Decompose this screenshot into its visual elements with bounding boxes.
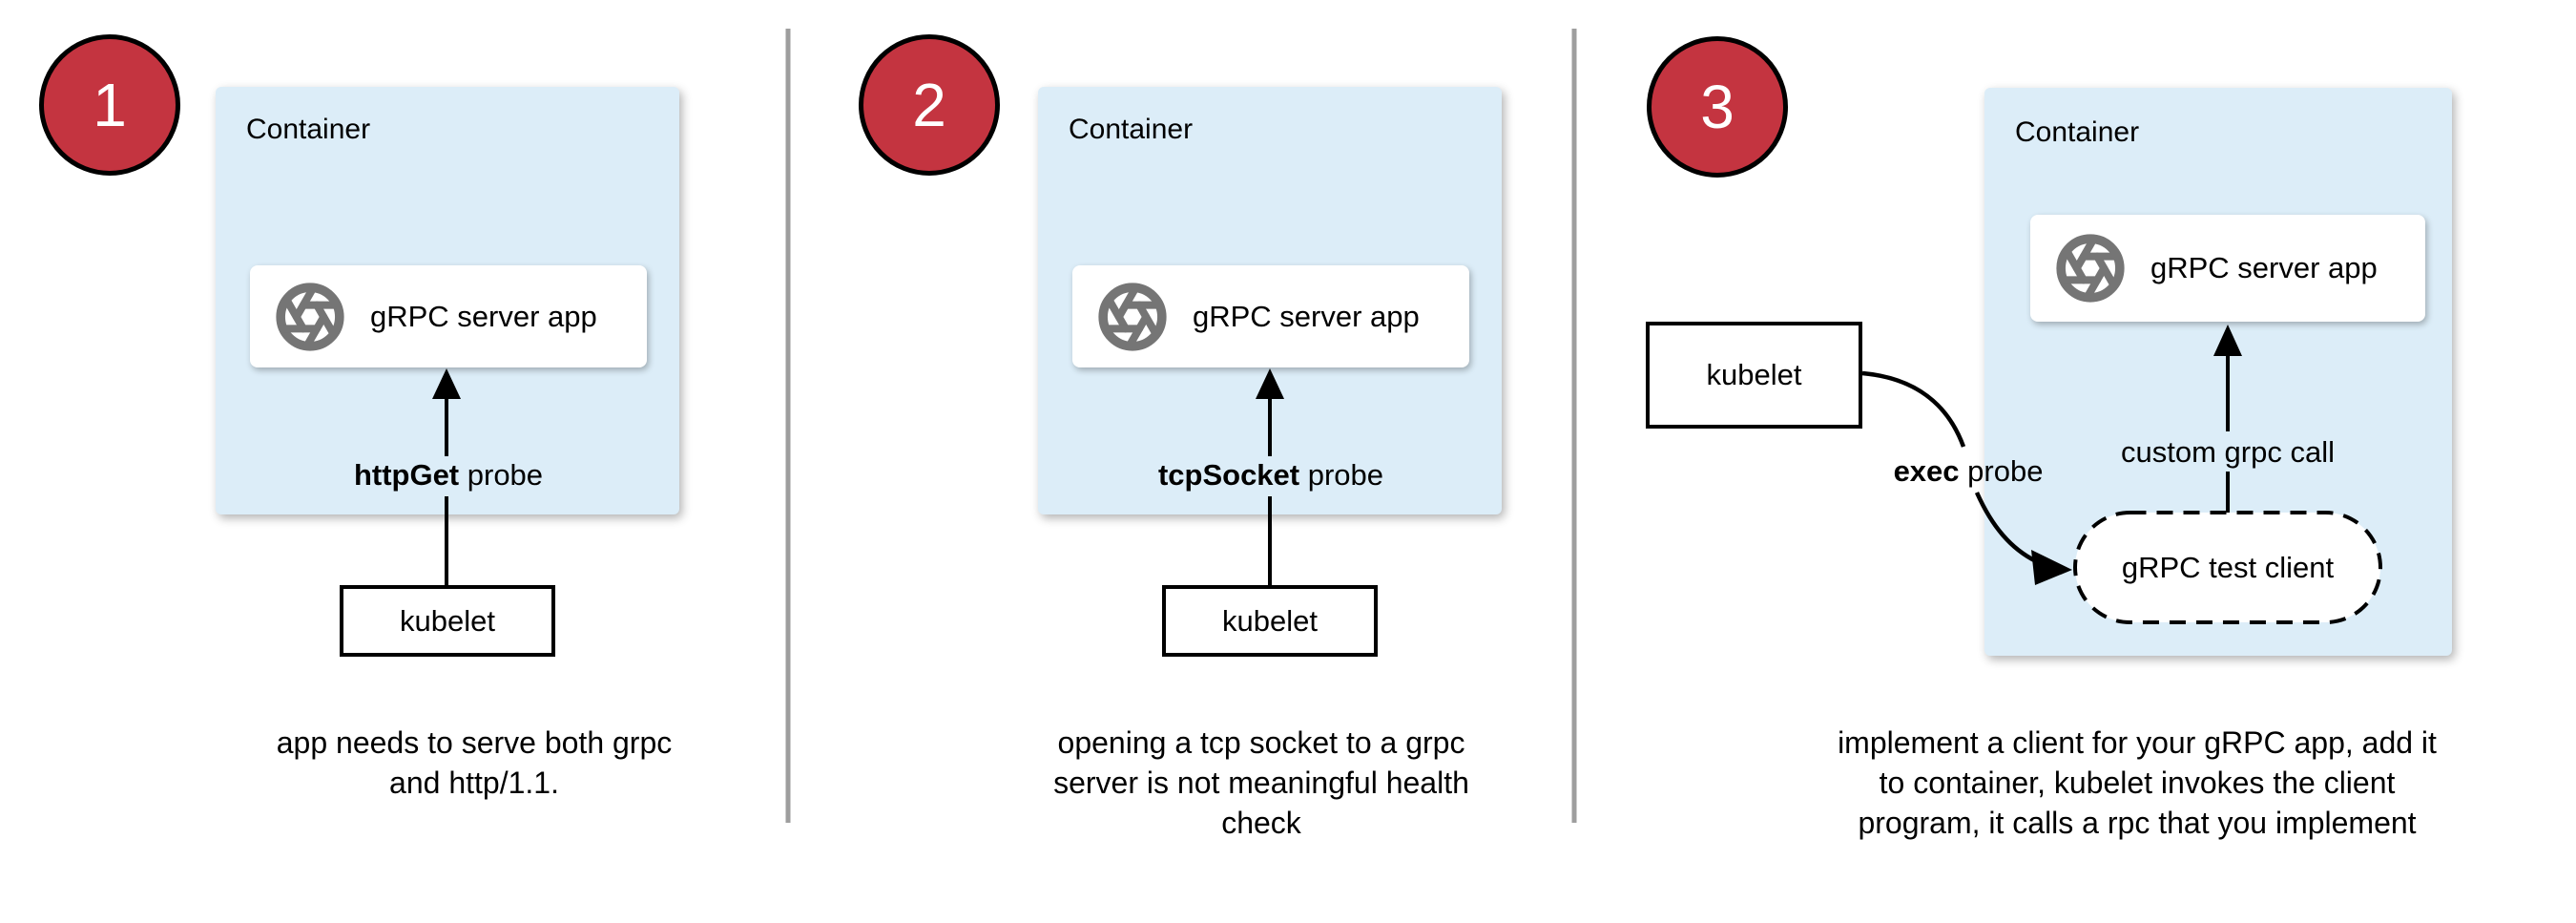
- probe-label-1: httpGet probe: [353, 458, 544, 492]
- step-2-number: 2: [912, 71, 946, 139]
- grpc-server-app-box-3: gRPC server app: [2030, 215, 2425, 322]
- grpc-server-app-box-1: gRPC server app: [250, 265, 647, 367]
- kubelet-box-3: kubelet: [1646, 322, 1862, 429]
- step-1-number: 1: [93, 71, 127, 139]
- exec-probe-curve-upper: [1861, 370, 1966, 448]
- step-1-badge: 1: [39, 34, 180, 176]
- aperture-icon: [2055, 233, 2126, 304]
- grpc-server-app-label: gRPC server app: [1193, 299, 1420, 333]
- aperture-icon: [1097, 282, 1168, 352]
- container-label-1: Container: [246, 114, 371, 145]
- step-3-number: 3: [1700, 73, 1735, 141]
- aperture-icon: [275, 282, 345, 352]
- kubelet-label-2: kubelet: [1222, 603, 1318, 638]
- probe-type-2: tcpSocket: [1157, 458, 1300, 492]
- grpc-server-app-label: gRPC server app: [2150, 251, 2378, 284]
- custom-grpc-call-label: custom grpc call: [2121, 435, 2335, 469]
- step-3-badge: 3: [1647, 36, 1788, 178]
- container-label-3: Container: [2015, 116, 2140, 148]
- caption-3: implement a client for your gRPC app, ad…: [1838, 725, 2437, 840]
- probe-label-3: exec probe: [1893, 454, 2044, 488]
- probe-type-3: exec: [1893, 454, 1960, 488]
- grpc-server-app-label: gRPC server app: [370, 299, 597, 333]
- grpc-server-app-box-2: gRPC server app: [1072, 265, 1469, 367]
- container-label-2: Container: [1069, 114, 1194, 145]
- kubelet-label-1: kubelet: [400, 603, 495, 638]
- kubelet-label-3: kubelet: [1706, 358, 1802, 391]
- caption-2: opening a tcp socket to a grpc server is…: [1053, 725, 1469, 840]
- kubelet-box-2: kubelet: [1162, 585, 1378, 657]
- step-2-badge: 2: [859, 34, 1000, 176]
- kubelet-box-1: kubelet: [340, 585, 555, 657]
- probe-label-2: tcpSocket probe: [1157, 458, 1384, 492]
- grpc-test-client-label: gRPC test client: [2121, 551, 2335, 584]
- probe-type-1: httpGet: [353, 458, 460, 492]
- caption-1: app needs to serve both grpc and http/1.…: [276, 725, 673, 800]
